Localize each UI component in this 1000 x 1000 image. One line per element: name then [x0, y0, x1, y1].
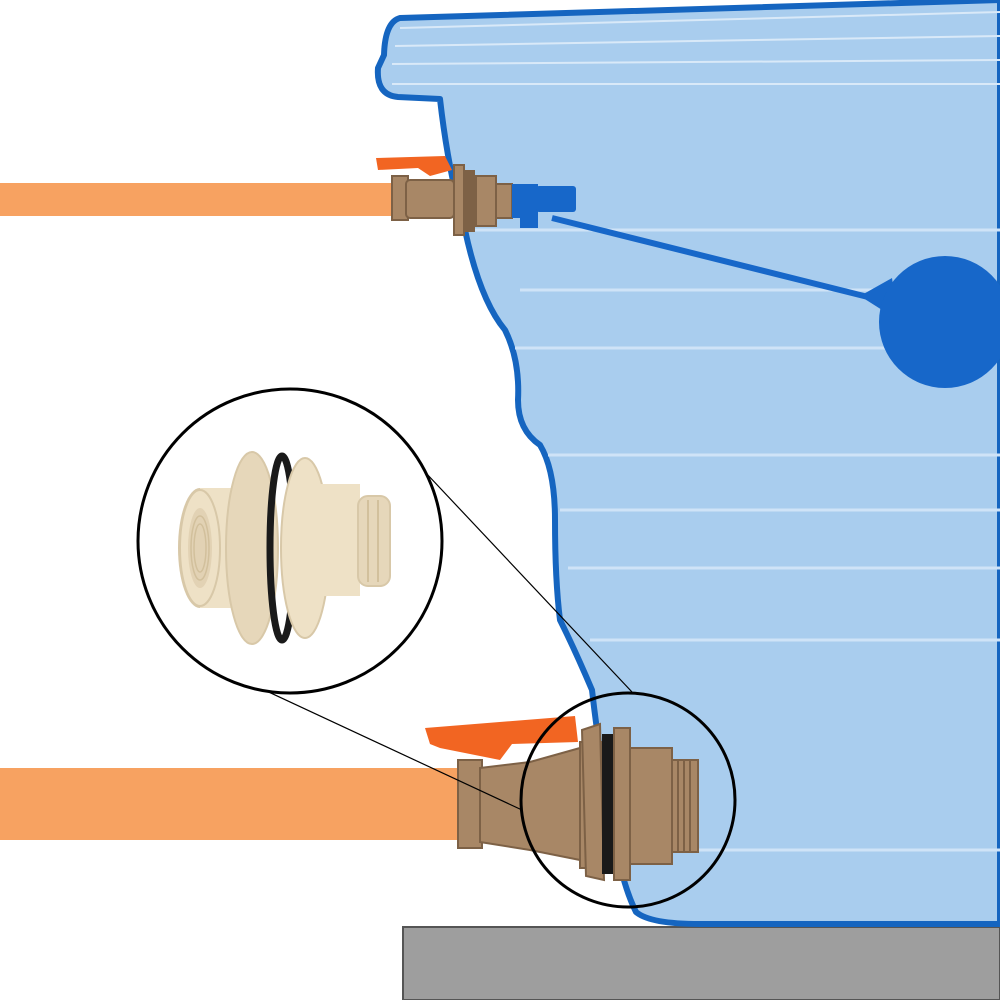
- bottom-pipe: [0, 768, 462, 840]
- top-ball-valve-icon: [376, 156, 513, 236]
- float-valve-icon: [512, 184, 1000, 388]
- detail-target-circle: [519, 691, 737, 909]
- zoom-callout: [136, 387, 444, 695]
- top-pipe: [0, 183, 395, 216]
- ground-base: [402, 926, 1000, 1000]
- bottom-ball-valve-icon: [425, 716, 699, 882]
- tank-adapter-fitting-icon: [178, 451, 391, 645]
